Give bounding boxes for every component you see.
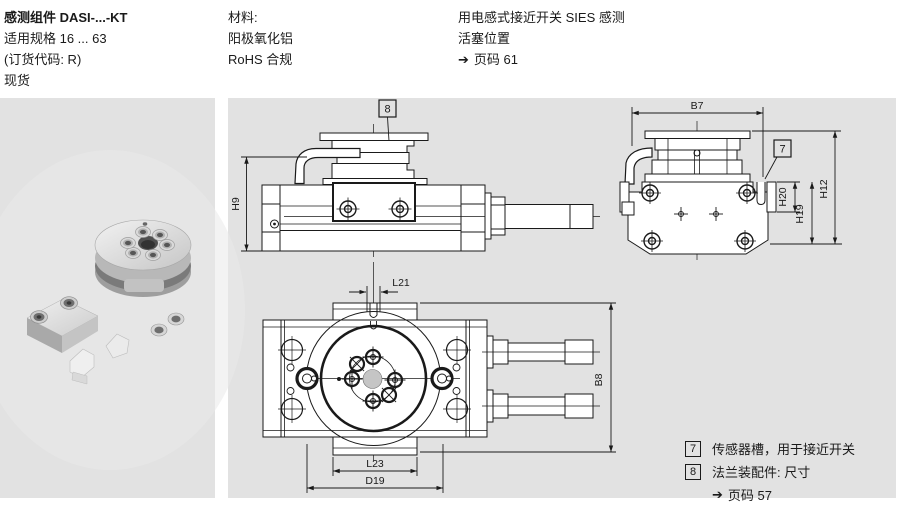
arrow-right-icon: ➔ [712,486,723,502]
product-photo [0,150,245,470]
dim-h12: H12 [752,130,841,244]
sensing-line-2: 活塞位置 [458,31,511,46]
dim-h9: H9 [230,156,307,252]
arrow-right-icon: ➔ [458,52,469,67]
legend-item-7: 7 传感器槽，用于接近开关 [685,439,855,458]
callout-8-label: 8 [384,104,390,116]
page-title: 感测组件 DASI-...-KT [4,10,128,25]
front-view-drawing: 7 B7 H20 H19 [619,100,842,260]
side-view-drawing: 8 H9 [230,99,600,257]
dim-label-h9: H9 [230,197,242,211]
legend-page-ref: ➔ 页码 57 [712,485,772,504]
dim-d19: D19 [306,444,444,493]
legend-item-8: 8 法兰装配件: 尺寸 [685,462,810,481]
legend-page-ref-text: 页码 57 [727,488,772,503]
dim-b8: B8 [420,302,616,453]
dim-h20: H20 [777,181,800,213]
header-sensing-block: 用电感式接近开关 SIES 感测 活塞位置 ➔ 页码 61 [458,7,625,70]
header-material-block: 材料: 阳极氧化铝 RoHS 合规 [228,7,293,70]
legend-ref-box-8: 8 [685,463,701,480]
dim-h19: H19 [770,182,842,245]
sensing-page-ref-text: 页码 61 [473,52,518,67]
top-view-drawing: L21 B8 L23 D19 [262,262,616,493]
availability-line: 现货 [4,73,31,88]
dim-l21: L21 [349,277,410,312]
dim-l23: L23 [332,457,418,476]
spec-line: 适用规格 16 ... 63 [4,31,107,46]
material-label: 材料: [228,10,258,25]
callout-7-box: 7 [773,139,792,158]
header-product-block: 感测组件 DASI-...-KT 适用规格 16 ... 63 (订货代码: R… [4,7,128,91]
dim-label-h19: H19 [794,204,806,223]
sensing-line-1: 用电感式接近开关 SIES 感测 [458,10,625,25]
dim-label-d19: D19 [365,475,384,487]
legend-ref-box-7: 7 [685,440,701,457]
dim-label-b8: B8 [593,373,605,386]
sensing-page-ref: ➔ 页码 61 [458,49,625,70]
order-code-line: (订货代码: R) [4,52,82,67]
dim-label-b7: B7 [691,100,704,112]
dim-label-l21: L21 [392,277,410,289]
dim-label-l23: L23 [366,458,384,470]
callout-8-box: 8 [378,99,397,118]
legend-item-7-text: 传感器槽，用于接近开关 [712,442,856,457]
dim-label-h12: H12 [818,179,830,198]
material-item-1: 阳极氧化铝 [228,31,294,46]
material-item-2: RoHS 合规 [228,52,293,67]
legend-item-8-text: 法兰装配件: 尺寸 [712,465,811,480]
callout-7-label: 7 [779,144,785,156]
dim-label-h20: H20 [777,187,789,206]
dim-b7: B7 [631,100,764,177]
